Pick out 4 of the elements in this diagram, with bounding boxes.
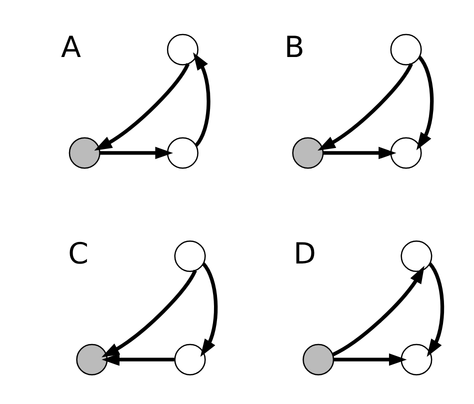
label: D — [293, 236, 316, 270]
label: C — [68, 236, 88, 270]
label: A — [60, 30, 81, 64]
label: B — [284, 30, 304, 64]
